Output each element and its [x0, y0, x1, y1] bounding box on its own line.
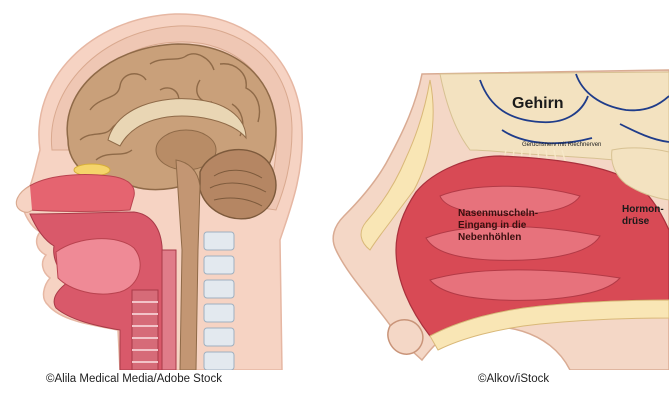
nostril — [388, 320, 423, 354]
label-gland-line2: drüse — [622, 216, 650, 227]
cerebellum — [200, 150, 276, 219]
label-gland-line1: Hormon- — [622, 204, 664, 215]
trachea — [132, 290, 158, 370]
label-conchae-line2: Eingang in die — [458, 220, 527, 231]
esophagus — [162, 250, 176, 370]
nasal-cavity-detail-illustration: Gehirn Geruchsnerv mit Riechnerven Nasen… — [330, 0, 669, 370]
nasal-detail-svg: Gehirn Geruchsnerv mit Riechnerven Nasen… — [330, 0, 669, 370]
head-sagittal-svg — [0, 0, 330, 370]
label-conchae-line1: Nasenmuscheln- — [458, 208, 538, 219]
image-credit-left: ©Alila Medical Media/Adobe Stock — [46, 373, 222, 385]
head-sagittal-illustration — [0, 0, 330, 370]
tongue — [56, 239, 140, 294]
image-credit-right: ©Alkov/iStock — [478, 373, 549, 385]
label-olfactory-nerve: Geruchsnerv mit Riechnerven — [522, 142, 601, 148]
label-conchae-line3: Nebenhöhlen — [458, 232, 521, 243]
label-brain: Gehirn — [512, 95, 564, 112]
nose — [16, 186, 32, 212]
